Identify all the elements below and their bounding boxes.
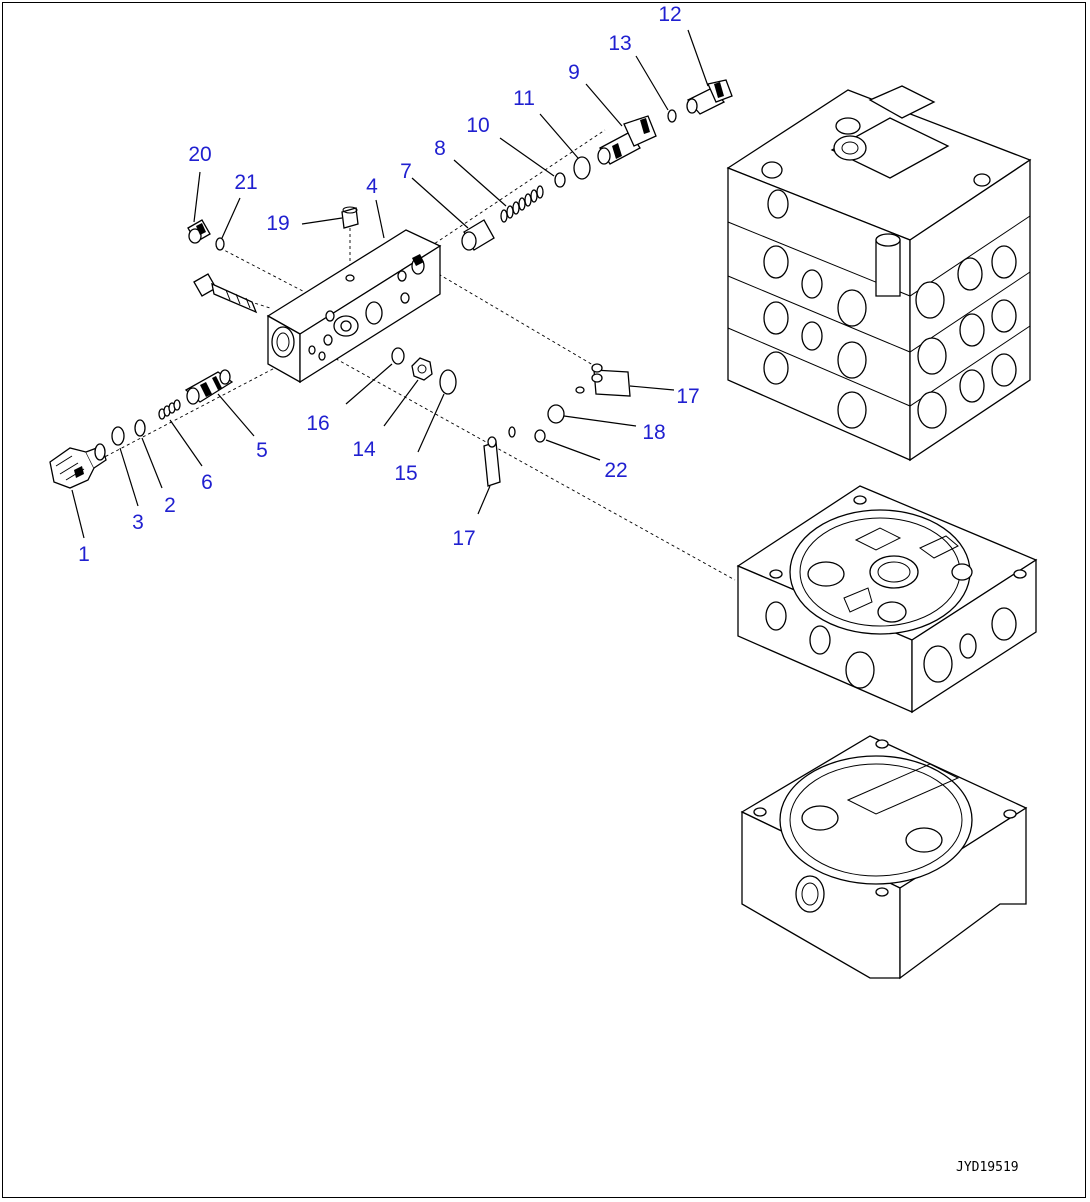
callout-20: 20 (188, 143, 211, 166)
callout-17-lower: 17 (452, 527, 475, 550)
part-19-plug (341, 206, 359, 229)
callout-21: 21 (234, 171, 257, 194)
callout-labels: 1 2 3 4 5 6 7 8 9 10 11 12 13 14 15 16 1… (78, 3, 700, 566)
part-1-plug (49, 443, 107, 489)
part-17-pin-lower (483, 426, 516, 487)
callout-2: 2 (164, 494, 176, 517)
callout-5: 5 (256, 439, 268, 462)
callout-12: 12 (658, 3, 681, 26)
control-valve-stack (726, 85, 1032, 462)
callout-16: 16 (306, 412, 329, 435)
callout-leader-lines (71, 29, 709, 539)
callout-1: 1 (78, 543, 90, 566)
part-10-o-ring (554, 172, 566, 188)
part-5-spool (184, 369, 234, 405)
callout-6: 6 (201, 471, 213, 494)
part-11-o-ring (573, 156, 591, 180)
callout-19: 19 (266, 212, 289, 235)
callout-18: 18 (642, 421, 665, 444)
callout-8: 8 (434, 137, 446, 160)
part-9-plug (597, 115, 657, 165)
part-21-o-ring (215, 237, 225, 251)
part-20-plug (187, 219, 211, 244)
callout-7: 7 (400, 160, 412, 183)
part-22-o-ring (534, 429, 546, 443)
callout-13: 13 (608, 32, 631, 55)
part-13-o-ring (667, 109, 677, 123)
part-3-o-ring (111, 426, 125, 446)
callout-9: 9 (568, 61, 580, 84)
part-18-o-ring (547, 404, 565, 424)
part-8-spring (500, 185, 544, 223)
callout-14: 14 (352, 438, 376, 461)
callout-10: 10 (466, 114, 489, 137)
part-17-pin-upper (575, 363, 631, 397)
part-14-nut (411, 357, 433, 381)
body-mounting-bolt (193, 273, 258, 314)
part-12-plug (686, 79, 733, 115)
part-4-valve-body (266, 229, 442, 384)
part-16-o-ring (391, 347, 405, 365)
callout-4: 4 (366, 175, 378, 198)
part-6-spring (158, 399, 181, 420)
callout-15: 15 (394, 462, 417, 485)
middle-valve-section (736, 485, 1038, 714)
callout-3: 3 (132, 511, 144, 534)
figure-id-label: JYD19519 (956, 1160, 1019, 1175)
callout-17-upper: 17 (676, 385, 699, 408)
assembly-center-lines (94, 129, 736, 581)
callout-22: 22 (604, 459, 627, 482)
part-15-o-ring (439, 369, 457, 395)
part-2-o-ring (134, 419, 146, 437)
callout-11: 11 (513, 87, 535, 110)
part-7-piston (461, 219, 495, 251)
bottom-valve-cover (740, 735, 1028, 980)
